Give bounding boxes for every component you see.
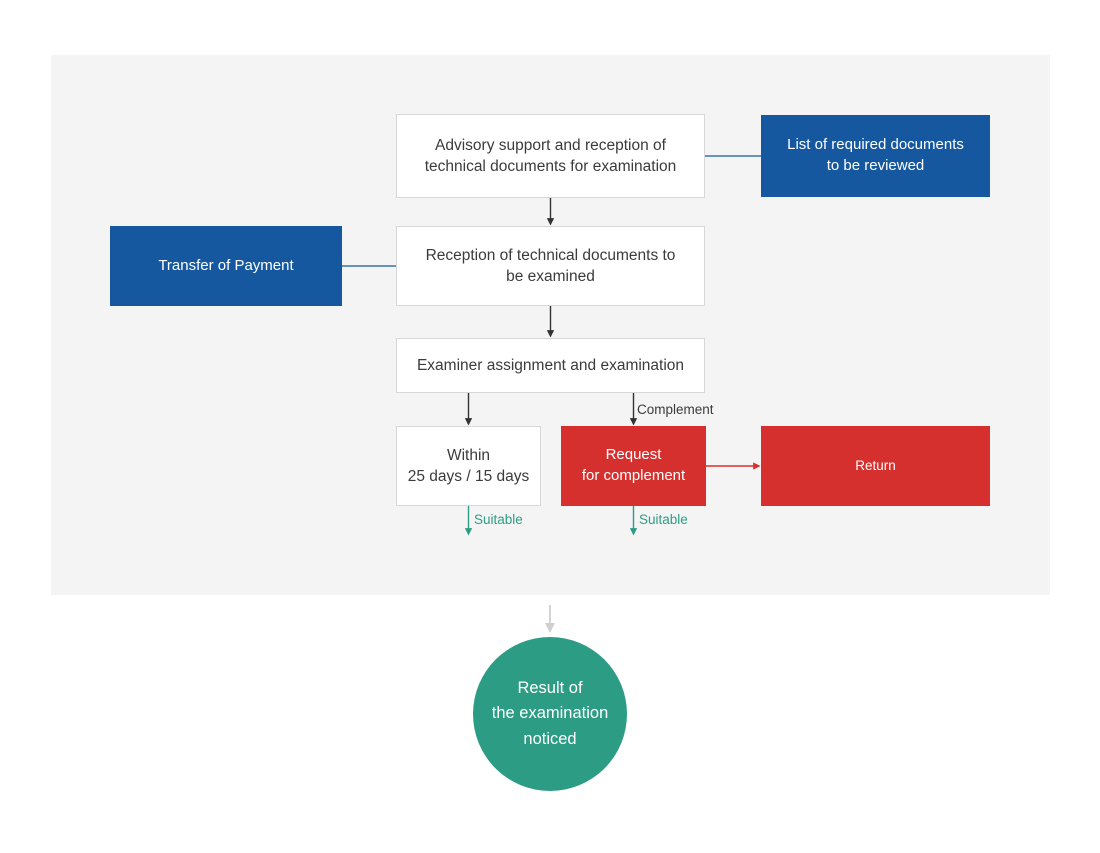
node-reception-line2: be examined	[506, 268, 595, 285]
node-request-for-complement-label: Request for complement	[582, 445, 685, 486]
node-reception-of-documents[interactable]: Reception of technical documents to be e…	[396, 226, 705, 306]
node-request-line2: for complement	[581, 467, 686, 484]
node-return-label: Return	[855, 457, 896, 473]
node-examiner-assignment-label: Examiner assignment and examination	[416, 356, 685, 374]
node-doclist-line1: List of required documents	[787, 136, 964, 154]
node-advisory-line1: Advisory support and reception of	[435, 136, 666, 154]
node-result-line2: the examination	[491, 704, 609, 723]
node-request-for-complement[interactable]: Request for complement	[561, 426, 706, 506]
node-doclist-line2: to be reviewed	[826, 157, 925, 174]
node-reception-line1: Reception of technical documents to	[425, 246, 676, 264]
node-transfer-of-payment[interactable]: Transfer of Payment	[110, 226, 342, 306]
node-transfer-of-payment-label: Transfer of Payment	[158, 256, 294, 274]
node-advisory-line2: technical documents for examination	[424, 158, 677, 175]
node-advisory-support[interactable]: Advisory support and reception of techni…	[396, 114, 705, 198]
node-result-line3: noticed	[523, 729, 577, 748]
node-result-of-examination-label: Result of the examination noticed	[492, 676, 609, 753]
edge-label-suitable-request: Suitable	[639, 512, 688, 527]
node-within-line2: 25 days / 15 days	[407, 468, 530, 485]
node-result-line1: Result of	[517, 678, 583, 697]
edge-label-suitable-within: Suitable	[474, 512, 523, 527]
node-advisory-support-label: Advisory support and reception of techni…	[425, 135, 677, 178]
node-return[interactable]: Return	[761, 426, 990, 506]
node-required-documents-list-label: List of required documents to be reviewe…	[787, 135, 964, 176]
node-result-of-examination[interactable]: Result of the examination noticed	[473, 637, 627, 791]
node-required-documents-list[interactable]: List of required documents to be reviewe…	[761, 115, 990, 197]
node-within-line1: Within	[446, 446, 491, 464]
node-examiner-assignment[interactable]: Examiner assignment and examination	[396, 338, 705, 393]
node-reception-of-documents-label: Reception of technical documents to be e…	[426, 245, 676, 288]
edge-label-complement: Complement	[637, 402, 714, 417]
node-within-days-label: Within 25 days / 15 days	[408, 445, 530, 488]
node-within-days[interactable]: Within 25 days / 15 days	[396, 426, 541, 506]
node-request-line1: Request	[605, 446, 662, 464]
